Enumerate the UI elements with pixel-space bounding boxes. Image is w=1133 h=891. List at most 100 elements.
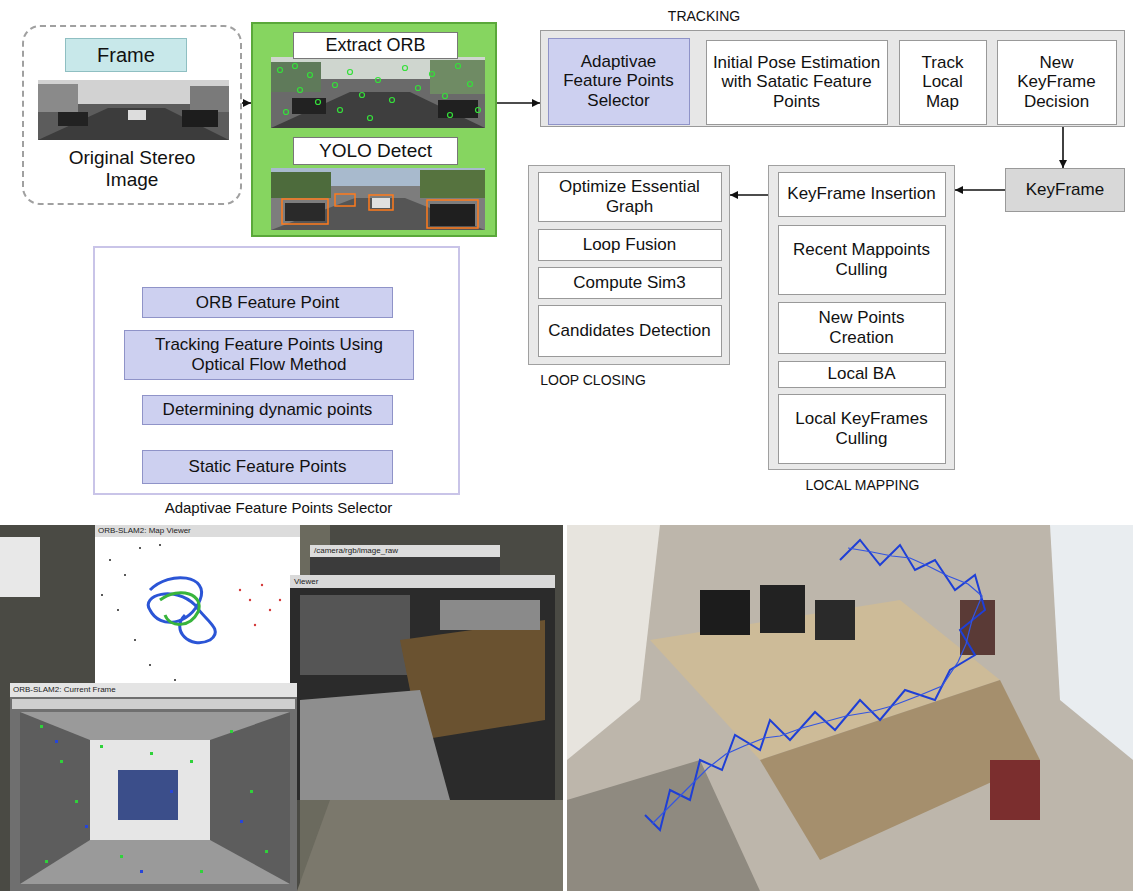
stereo-photo-part <box>38 84 78 112</box>
process-box: YOLO Detect <box>293 137 458 165</box>
slam-screenshot-part <box>148 578 215 643</box>
slam-screenshot-part-part <box>101 594 103 596</box>
pointcloud-render-part <box>567 760 760 891</box>
process-box: Recent Mappoints Culling <box>778 225 946 295</box>
box-label: Frame <box>97 44 155 67</box>
frame-box: Frame <box>65 38 187 72</box>
orb-photo-part-part <box>448 113 453 118</box>
slam-screenshot-part-part <box>140 870 143 873</box>
group-heading: TRACKING <box>641 8 767 24</box>
stereo-photo-part <box>190 86 229 112</box>
slam-screenshot-part-part <box>85 825 88 828</box>
slam-screenshot-part-part <box>190 760 193 763</box>
box-label: New KeyFrame Decision <box>1004 53 1110 112</box>
box-label: Initial Pose Estimation with Satatic Fea… <box>713 53 881 112</box>
yolo-photo-part-part <box>369 195 393 210</box>
slam-screenshot-part <box>210 712 290 884</box>
slam-screenshot-part <box>239 584 281 626</box>
slam-screenshot-part <box>0 537 40 597</box>
orb-photo-part-part <box>368 116 373 121</box>
yolo-photo-part <box>430 204 475 226</box>
pointcloud-render-part <box>567 525 660 760</box>
yolo-photo-part <box>285 203 325 221</box>
process-box: Loop Fusion <box>538 229 722 261</box>
group-heading: Original Stereo Image <box>49 147 215 191</box>
slam-screenshot-part <box>20 712 290 884</box>
orb-photo-part-part <box>390 98 395 103</box>
slam-screenshot-part-part <box>269 609 271 611</box>
detection-panel: Extract ORB YOLO Detect <box>251 22 497 237</box>
pointcloud-render-part <box>760 680 1040 860</box>
slam-screenshot-part-part <box>200 870 203 873</box>
slam-screenshot-part-part <box>279 599 281 601</box>
slam-screenshot-part-part <box>265 850 268 853</box>
box-label: ORB Feature Point <box>196 293 340 313</box>
slam-screenshot-part-part <box>100 745 103 748</box>
slam-screenshot-part <box>290 575 555 588</box>
slam-screenshot-part <box>101 544 176 681</box>
orb-photo-part-part <box>348 70 353 75</box>
box-label: Optimize Essential Graph <box>545 177 715 216</box>
orb-photo-part-part <box>376 78 381 83</box>
yolo-photo-part <box>271 172 331 198</box>
pointcloud-render-part <box>652 548 982 824</box>
stereo-photo-part <box>38 80 229 140</box>
process-box: Optimize Essential Graph <box>538 172 722 222</box>
box-label: Adaptivae Feature Points Selector <box>555 52 683 111</box>
process-box: Compute Sim3 <box>538 267 722 299</box>
orb-photo <box>271 57 485 128</box>
slam-screenshot-part <box>440 600 540 630</box>
orb-photo-part-part <box>333 83 338 88</box>
process-box: New KeyFrame Decision <box>997 40 1117 125</box>
slam-screenshot-part-part <box>124 574 126 576</box>
keyframe-box: KeyFrame <box>1005 168 1125 212</box>
green-panel-fill <box>251 22 497 237</box>
orb-photo-part <box>271 62 321 92</box>
box-label: Recent Mappoints Culling <box>785 240 939 279</box>
box-label: KeyFrame <box>1026 180 1104 200</box>
pointcloud-render-part <box>700 590 750 635</box>
slam-screenshot-part <box>0 525 563 891</box>
group-heading: Adaptivae Feature Points Selector <box>95 499 462 516</box>
window-title: /camera/rgb/image_raw <box>314 546 398 556</box>
box-label: Loop Fusion <box>583 235 677 255</box>
yolo-photo-part-part <box>282 199 328 224</box>
process-box: New Points Creation <box>778 302 946 354</box>
slam-screenshot-part <box>300 595 410 675</box>
slam-screenshot-part <box>160 593 199 625</box>
slam-screenshot-part-part <box>250 790 253 793</box>
flow-arrow <box>497 102 540 104</box>
orb-photo-part-part <box>298 88 303 93</box>
group-heading: LOOP CLOSING <box>529 372 657 388</box>
process-box: Extract ORB <box>293 32 458 59</box>
slam-screenshot-part-part <box>109 559 111 561</box>
slam-screenshot-part <box>297 800 563 891</box>
slam-screenshot-part-part <box>159 544 161 546</box>
green-panel-fill-part <box>251 22 497 237</box>
slam-screenshot-part-part <box>120 855 123 858</box>
yolo-photo-part <box>372 198 390 208</box>
process-box: Initial Pose Estimation with Satatic Fea… <box>706 40 888 125</box>
box-label: Candidates Detection <box>548 321 711 341</box>
slam-screenshot-part-part <box>40 725 43 728</box>
window-title: Viewer <box>294 577 318 587</box>
box-label: Local BA <box>827 364 895 384</box>
flow-arrow <box>955 189 1005 191</box>
slam-screenshot-part <box>290 575 555 800</box>
process-box: Track Local Map <box>899 40 987 125</box>
yolo-photo-part <box>420 170 485 198</box>
orb-photo-part-part <box>456 64 461 69</box>
slam-screenshot-part <box>310 545 500 557</box>
slam-screenshot-part-part <box>139 547 141 549</box>
box-label: Track Local Map <box>906 53 980 112</box>
yolo-photo <box>271 168 485 230</box>
box-label: Static Feature Points <box>189 457 347 477</box>
box-label: Tracking Feature Points Using Optical Fl… <box>131 335 407 374</box>
window-title: ORB-SLAM2: Map Viewer <box>98 526 191 536</box>
yolo-photo-part-part <box>427 200 478 228</box>
slam-screenshot-part <box>95 525 300 537</box>
slam-screenshot-part-part <box>230 730 233 733</box>
orb-photo-part-part <box>308 73 313 78</box>
orb-photo-part-part <box>284 110 289 115</box>
